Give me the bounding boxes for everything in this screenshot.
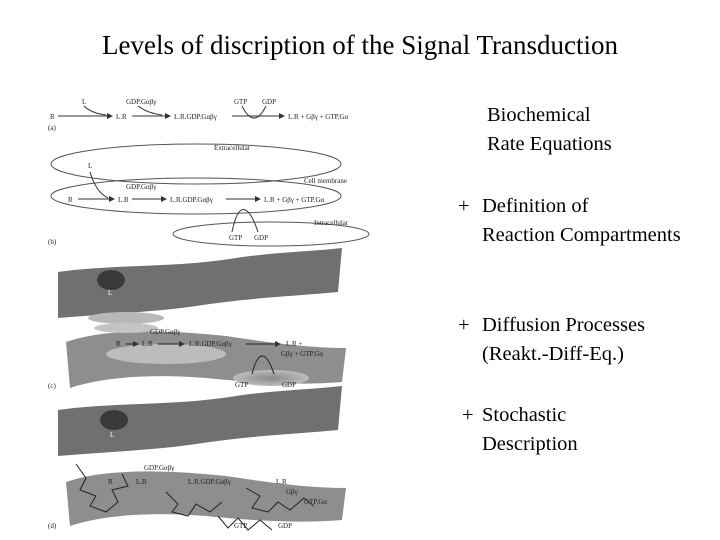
- pb-gdp: GDP: [254, 234, 268, 242]
- pd-gtp: GTP: [234, 522, 247, 530]
- pd-random-walk-1: [75, 463, 129, 513]
- pc-compartment-2: [94, 323, 158, 333]
- pb-gtp-gdp-exchange: [231, 209, 259, 233]
- pa-arrow-1-branch: [83, 105, 107, 116]
- pc-gtp-gdp-exchange: [251, 355, 275, 375]
- pd-lr-2: L.R: [276, 478, 287, 486]
- pa-r: R: [50, 113, 55, 121]
- level-4-plus: +: [462, 404, 474, 426]
- pa-lr: L.R: [116, 113, 127, 121]
- pd-gtp-ga: GTP.Gα: [304, 498, 327, 506]
- level-2-plus: +: [458, 195, 470, 217]
- level-4-line-1: Stochastic: [482, 404, 567, 426]
- panel-a: (a) L GDP.Gαβγ GTP GDP R L.R L.R.GDP.Gαβ…: [48, 98, 349, 132]
- pb-extracellular: Extracellular: [214, 144, 251, 152]
- pb-membrane: Cell membrane: [304, 177, 347, 185]
- pa-gtp-gdp-exchange: [241, 105, 267, 119]
- pd-receptor-head: [100, 410, 128, 430]
- pc-compartment-3: [106, 344, 226, 364]
- pc-lr-plus: L.R +: [286, 340, 302, 348]
- pc-lr: L.R: [142, 340, 153, 348]
- level-compartments: + Definition of Reaction Compartments: [458, 192, 681, 250]
- level-2-line-2: Reaction Compartments: [482, 224, 681, 246]
- panel-a-label: (a): [48, 124, 56, 132]
- level-1-line-1: Biochemical: [487, 104, 591, 126]
- pd-l: L: [110, 431, 114, 439]
- pb-lr-gdp-gabg: L.R.GDP.Gαβγ: [170, 196, 213, 204]
- pa-gdp-gabg: GDP.Gαβγ: [126, 98, 156, 106]
- pb-intracellular-ellipse: [172, 221, 370, 247]
- level-stochastic: + Stochastic Description: [462, 401, 578, 459]
- level-diffusion: + Diffusion Processes (Reakt.-Diff-Eq.): [458, 311, 645, 369]
- level-4-line-2: Description: [482, 433, 578, 455]
- pc-products: Gβγ + GTP.Gα: [281, 350, 323, 358]
- figure-svg: (a) L GDP.Gαβγ GTP GDP R L.R L.R.GDP.Gαβ…: [48, 98, 370, 531]
- pa-lr-gdp-gabg: L.R.GDP.Gαβγ: [174, 113, 217, 121]
- level-biochemical: Biochemical Rate Equations: [487, 101, 612, 159]
- pb-gdp-gabg: GDP.Gαβγ: [126, 183, 156, 191]
- panel-b: Extracellular Cell membrane Intracellula…: [48, 143, 370, 247]
- pa-products: L.R + Gβγ + GTP.Gα: [288, 113, 349, 121]
- pd-r: R: [108, 478, 113, 486]
- pc-gtp: GTP: [235, 381, 248, 389]
- pd-lr: L.R: [136, 478, 147, 486]
- pd-cytoplasm-sheet: [66, 471, 346, 526]
- pc-r: R: [116, 340, 121, 348]
- pc-lr-gdp-gabg: L.R.GDP.Gαβγ: [189, 340, 232, 348]
- pb-products: L.R + Gβγ + GTP.Gα: [264, 196, 325, 204]
- pb-r: R: [68, 196, 73, 204]
- pc-gdp-gabg: GDP.Gαβγ: [150, 328, 180, 336]
- pd-lr-gdp-gabg: L.R.GDP.Gαβγ: [188, 478, 231, 486]
- pb-lr: L.R: [118, 196, 129, 204]
- pa-gtp: GTP: [234, 98, 247, 106]
- pc-l: L: [108, 289, 112, 297]
- pd-gbg: Gβγ: [286, 488, 298, 496]
- pb-extracellular-ellipse: [50, 143, 342, 185]
- pb-ligand-binding: [89, 171, 109, 199]
- level-3-line-1: Diffusion Processes: [482, 314, 646, 336]
- panel-b-label: (b): [48, 238, 57, 246]
- level-3-line-2: (Reakt.-Diff-Eq.): [482, 343, 624, 365]
- panel-d-label: (d): [48, 522, 57, 530]
- pa-gdp: GDP: [262, 98, 276, 106]
- pd-random-walk-2: [165, 491, 223, 517]
- pc-membrane-sheet: [58, 248, 342, 318]
- pd-gdp: GDP: [278, 522, 292, 530]
- pc-compartment-1: [88, 312, 164, 324]
- pd-random-walk-3: [245, 487, 315, 513]
- pb-gtp: GTP: [229, 234, 242, 242]
- level-3-plus: +: [458, 314, 470, 336]
- pb-intracellular: Intracellular: [314, 219, 349, 227]
- level-1-line-2: Rate Equations: [487, 133, 612, 155]
- pd-membrane-sheet: [58, 386, 342, 456]
- pa-arrow-2-branch: [137, 105, 163, 116]
- pc-gdp: GDP: [282, 381, 296, 389]
- panel-c-label: (c): [48, 382, 56, 390]
- pd-random-walk-4: [217, 515, 273, 531]
- pa-l: L: [82, 98, 86, 106]
- pc-receptor-head: [97, 270, 125, 290]
- panel-d: L GDP.Gαβγ R L.R L.R.GDP.Gαβγ L.R Gβγ GT…: [48, 386, 346, 531]
- slide-title: Levels of discription of the Signal Tran…: [102, 30, 618, 60]
- signal-transduction-figure: (a) L GDP.Gαβγ GTP GDP R L.R L.R.GDP.Gαβ…: [46, 92, 374, 534]
- pb-membrane-ellipse: [50, 177, 342, 215]
- pd-gdp-gabg: GDP.Gαβγ: [144, 464, 174, 472]
- level-2-line-1: Definition of: [482, 195, 589, 217]
- pb-l: L: [88, 162, 92, 170]
- panel-c: L GDP.Gαβγ R L.R L.R.GDP.Gαβγ L.R + Gβγ …: [48, 248, 346, 390]
